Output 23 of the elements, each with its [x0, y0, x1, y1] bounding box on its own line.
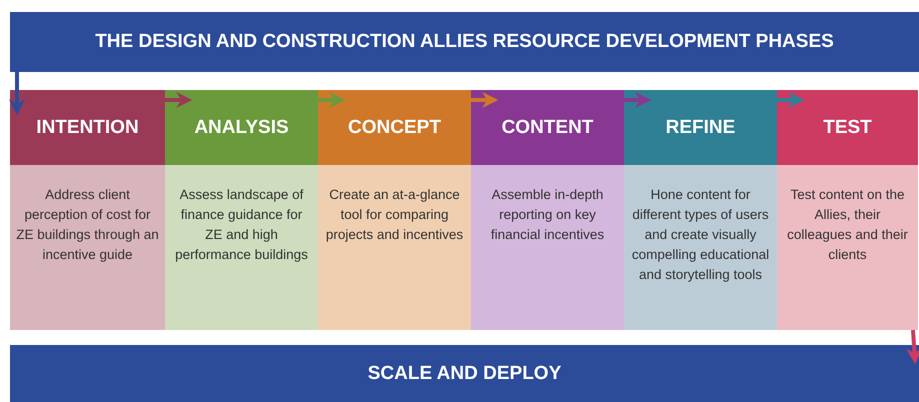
- phase-heading: CONCEPT: [318, 90, 471, 165]
- phase-description: Create an at-a-glance tool for comparing projects and incentives: [318, 165, 471, 330]
- phase-description: Address client perception of cost for ZE buildings through an incentive guide: [10, 165, 165, 330]
- banner-title: SCALE AND DEPLOY: [368, 362, 562, 384]
- phase-heading: REFINE: [624, 90, 777, 165]
- phase-heading: TEST: [777, 90, 918, 165]
- phase-heading: ANALYSIS: [165, 90, 318, 165]
- phase-heading: CONTENT: [471, 90, 624, 165]
- phase-description: Test content on the Allies, their colleagues and their clients: [777, 165, 918, 330]
- arrow: [622, 92, 652, 108]
- phase-description: Assemble in-depth reporting on key financial incentives: [471, 165, 624, 330]
- arrow: [469, 92, 498, 108]
- phase-banner: [10, 345, 919, 402]
- arrow: [163, 92, 192, 108]
- arrow: [775, 92, 804, 108]
- title-banner: [10, 12, 919, 72]
- phase-description: Hone content for different types of users and create visually compelling educational and storytelling tools: [624, 165, 777, 330]
- phase-heading: INTENTION: [10, 90, 165, 165]
- phase-description: Assess landscape of finance guidance for ZE and high performance buildings: [165, 165, 318, 330]
- arrow: [316, 92, 346, 108]
- banner-title: THE DESIGN AND CONSTRUCTION ALLIES RESOURCE DEVELOPMENT PHASES: [95, 31, 834, 53]
- arrow: [906, 330, 919, 364]
- arrow: [9, 72, 25, 116]
